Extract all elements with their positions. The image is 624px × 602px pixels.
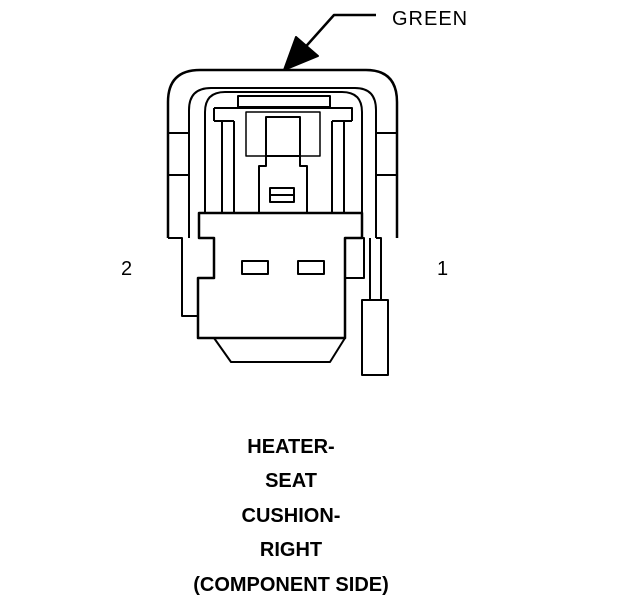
caption-line: (COMPONENT SIDE)	[193, 574, 389, 596]
leader-arrow	[283, 13, 376, 71]
pin-number-left: 2	[121, 258, 133, 280]
locking-tab	[361, 238, 389, 376]
connector-hood	[166, 68, 399, 238]
latch-assembly	[204, 91, 363, 213]
pin-number-right: 1	[437, 258, 449, 280]
caption-line: SEAT	[265, 470, 317, 492]
connector-body	[168, 211, 382, 363]
caption-line: HEATER-	[247, 436, 335, 458]
caption-line: RIGHT	[259, 539, 323, 561]
wire-color-label: GREEN	[392, 8, 469, 30]
caption-line: CUSHION-	[241, 505, 341, 527]
